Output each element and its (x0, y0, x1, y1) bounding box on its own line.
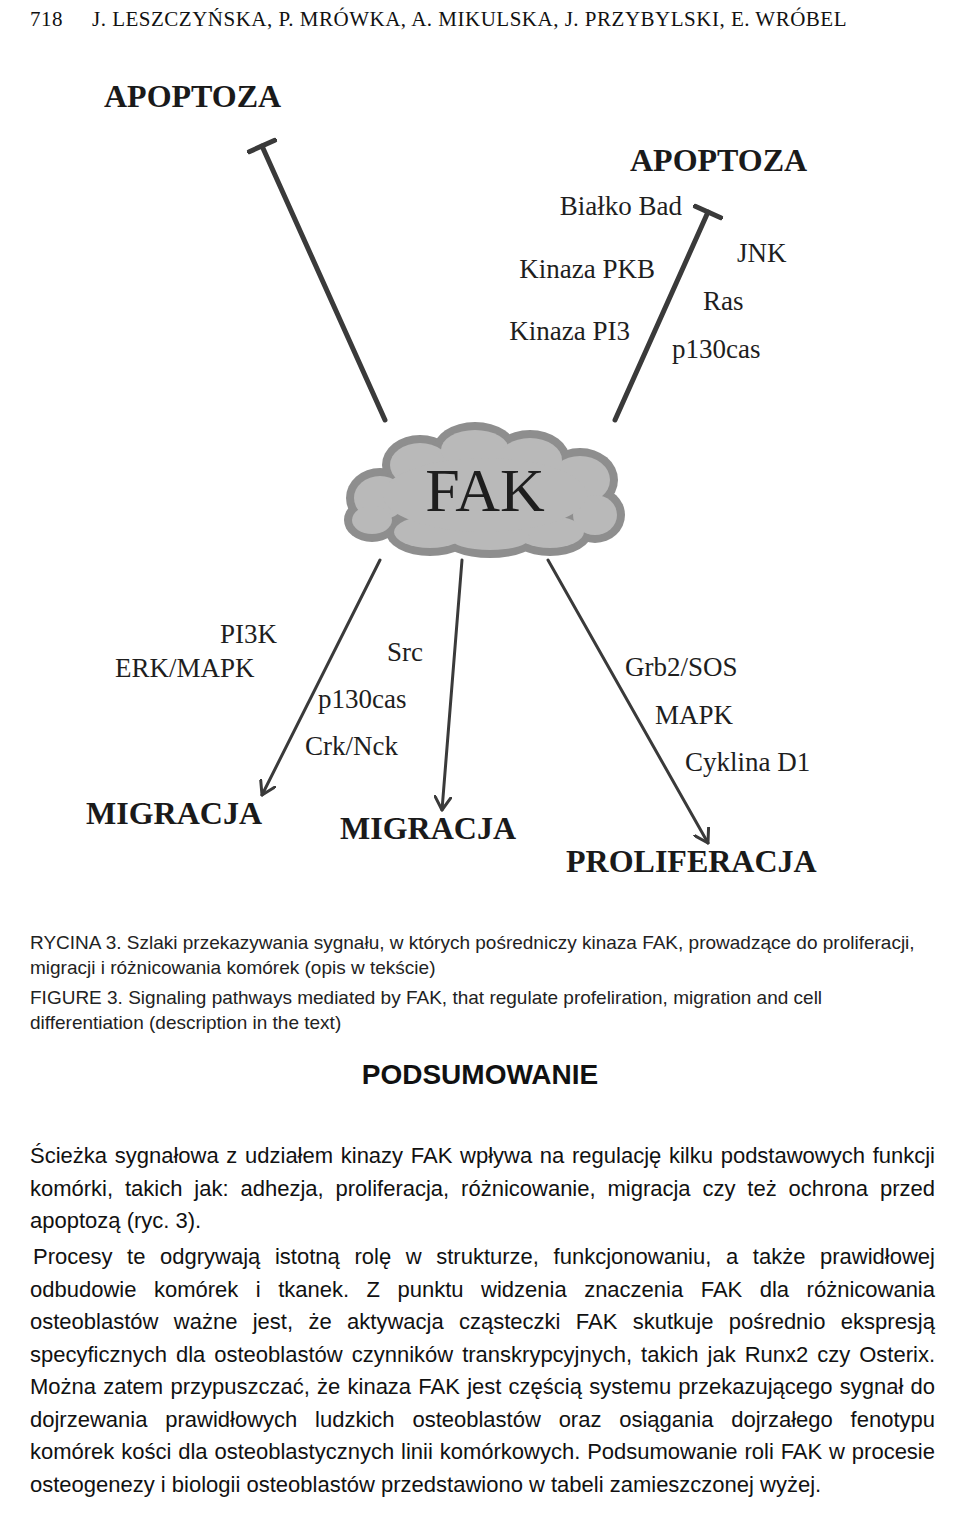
outcome-label: APOPTOZA (100, 78, 285, 146)
outcome-text: APOPTOZA (630, 142, 807, 178)
body-paragraph: Ścieżka sygnałowa z udziałem kinazy FAK … (30, 1140, 935, 1238)
pathway-step: Kinaza PI3 (509, 315, 630, 347)
pathway-step: MAPK (655, 699, 733, 731)
pathway-step: Crk/Nck (305, 730, 398, 762)
pathway-step: Src (387, 636, 423, 668)
outcome-text: MIGRACJA (86, 795, 262, 831)
page-number: 718 (30, 6, 63, 32)
inhibition-line (262, 146, 385, 420)
pathway-step: Grb2/SOS (625, 651, 738, 683)
running-header: J. LESZCZYŃSKA, P. MRÓWKA, A. MIKULSKA, … (92, 6, 847, 32)
kinase-cloud: FAK (340, 420, 630, 560)
outcome-text: MIGRACJA (340, 810, 516, 846)
section-heading: PODSUMOWANIE (0, 1058, 960, 1092)
figure-caption-en: FIGURE 3. Signaling pathways mediated by… (30, 985, 935, 1035)
pathway-step: JNK (737, 237, 787, 269)
body-paragraph: Procesy te odgrywają istotną rolę w stru… (30, 1241, 935, 1501)
pathway-step: Cyklina D1 (685, 746, 810, 778)
pathway-step: PI3K (220, 618, 277, 650)
pathway-step: ERK/MAPK (115, 652, 255, 684)
outcome-label: MIGRACJA (336, 810, 520, 850)
pathway-step: p130cas (672, 333, 760, 365)
pathway-step: Ras (703, 285, 744, 317)
figure-caption: RYCINA 3. Szlaki przekazywania sygnału, … (30, 930, 935, 980)
pathway-step: Białko Bad (560, 190, 682, 222)
outcome-text: PROLIFERACJA (566, 843, 817, 879)
node-title: FAK (425, 455, 544, 525)
outcome-text: APOPTOZA (104, 78, 281, 114)
pathway-step: p130cas (318, 683, 406, 715)
outcome-label: MIGRACJA (82, 795, 266, 835)
pathway-step: Kinaza PKB (519, 253, 655, 285)
activation-arrow (442, 560, 462, 810)
outcome-label: PROLIFERACJA (562, 843, 821, 883)
